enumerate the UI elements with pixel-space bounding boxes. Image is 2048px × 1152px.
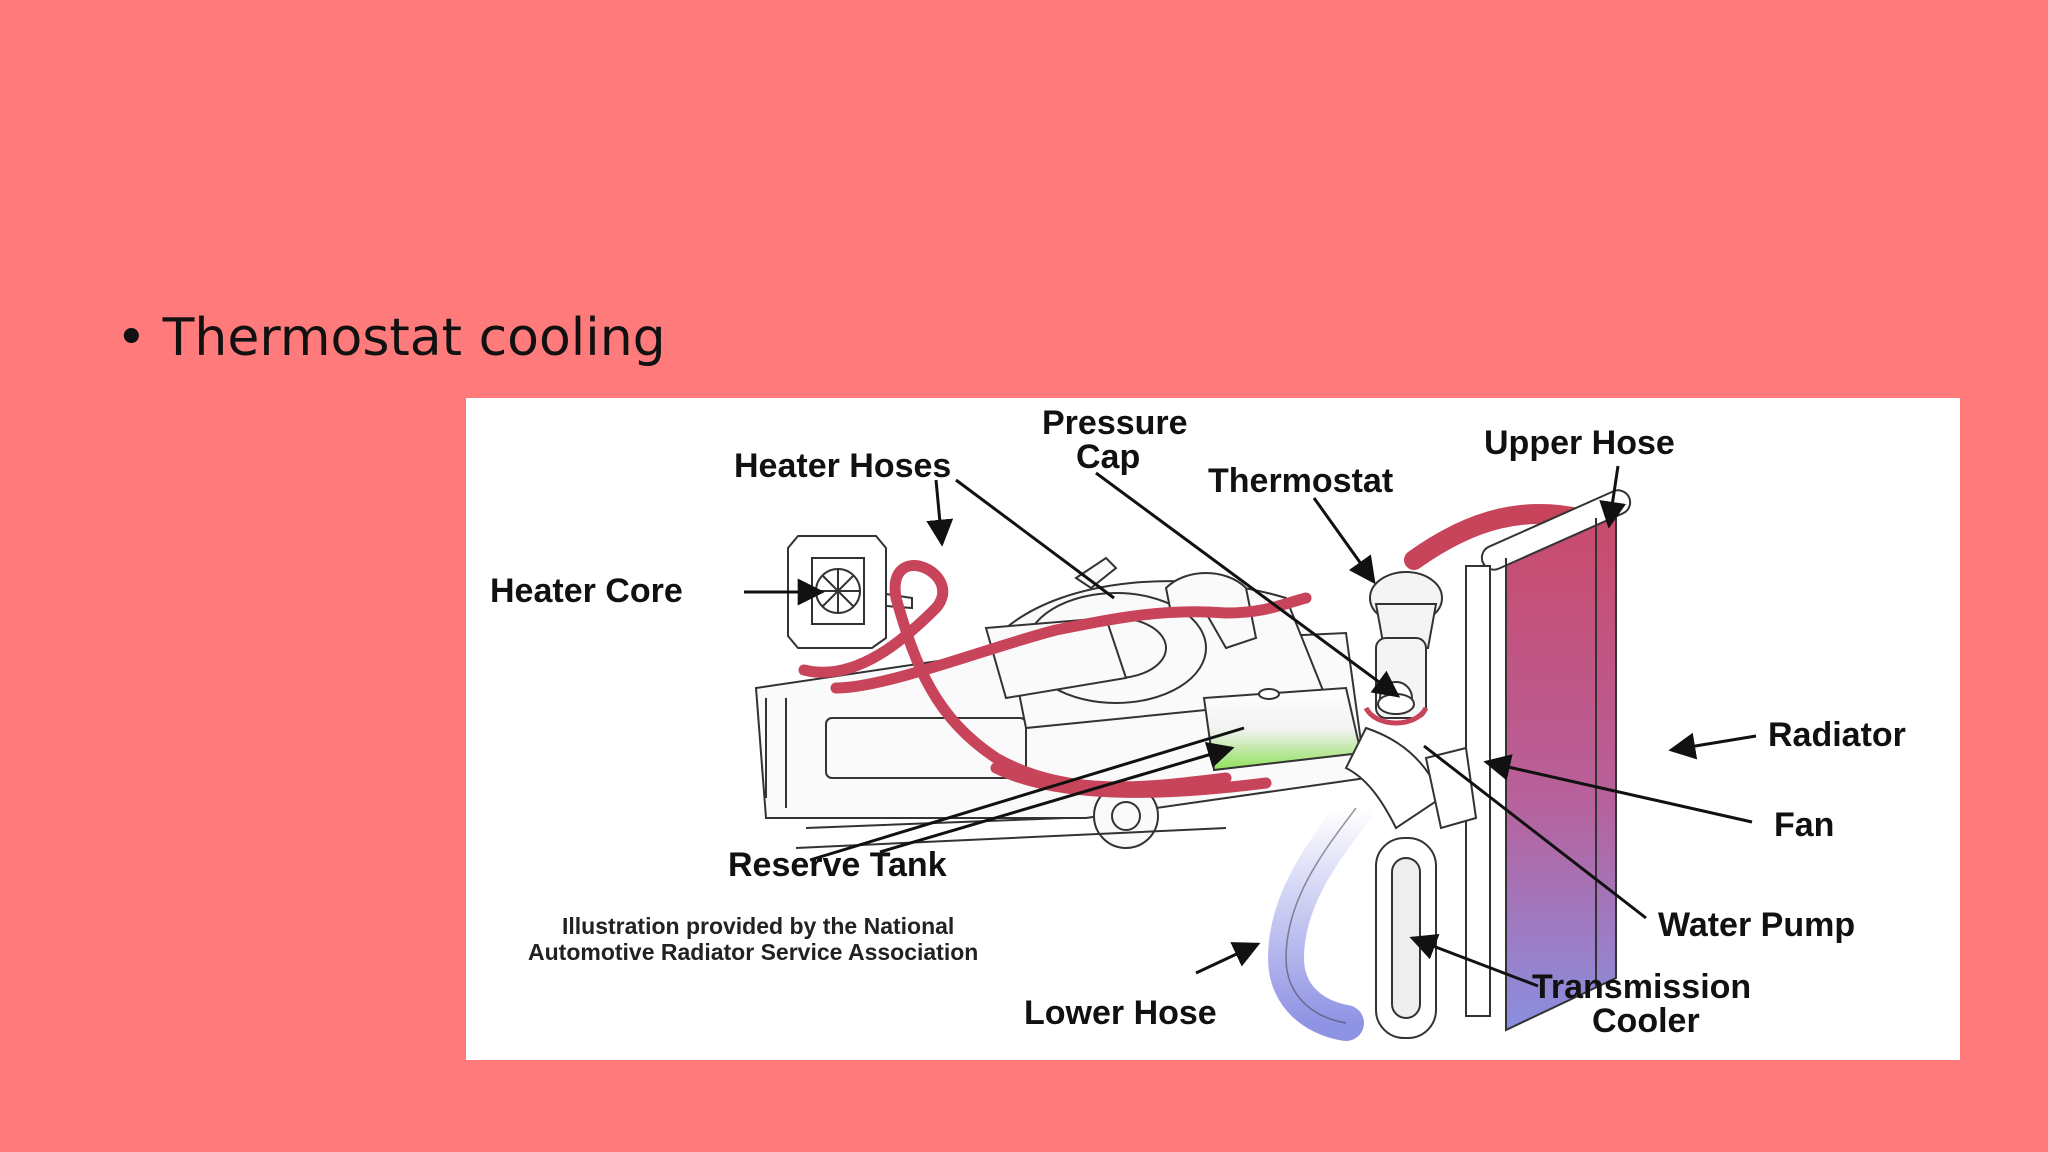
label-thermostat: Thermostat: [1208, 462, 1393, 500]
bullet-text: Thermostat cooling: [162, 308, 666, 368]
transmission-cooler: [1375, 837, 1437, 1039]
label-transmission-cooler-line1: Transmission: [1532, 968, 1751, 1006]
water-pump-fan: [1344, 726, 1478, 830]
label-fan: Fan: [1774, 806, 1834, 844]
label-heater-core: Heater Core: [490, 572, 683, 610]
label-reserve-tank: Reserve Tank: [728, 846, 947, 884]
credit-line2: Automotive Radiator Service Association: [528, 939, 978, 965]
credit-line1: Illustration provided by the National: [562, 913, 954, 939]
cooling-system-diagram: Heater Hoses Pressure Cap Thermostat Upp…: [490, 404, 1906, 1041]
heater-hoses: [798, 560, 1312, 798]
diagram-labels: Heater Hoses Pressure Cap Thermostat Upp…: [490, 404, 1906, 1040]
label-radiator: Radiator: [1768, 716, 1906, 754]
bullet-item: •Thermostat cooling: [116, 308, 666, 368]
label-transmission-cooler-line2: Cooler: [1592, 1002, 1700, 1040]
label-pressure-cap-line2: Cap: [1076, 438, 1140, 476]
label-water-pump: Water Pump: [1658, 906, 1855, 944]
label-heater-hoses: Heater Hoses: [734, 447, 951, 485]
label-upper-hose: Upper Hose: [1484, 424, 1675, 462]
cooling-system-illustration: Heater Hoses Pressure Cap Thermostat Upp…: [466, 398, 1960, 1060]
label-pressure-cap-line1: Pressure: [1042, 404, 1188, 442]
radiator: [1465, 489, 1632, 1032]
label-lower-hose: Lower Hose: [1024, 994, 1217, 1032]
bullet-dot: •: [116, 308, 147, 368]
leader-arrows: [744, 465, 1757, 988]
lower-hose: [1267, 790, 1374, 1041]
